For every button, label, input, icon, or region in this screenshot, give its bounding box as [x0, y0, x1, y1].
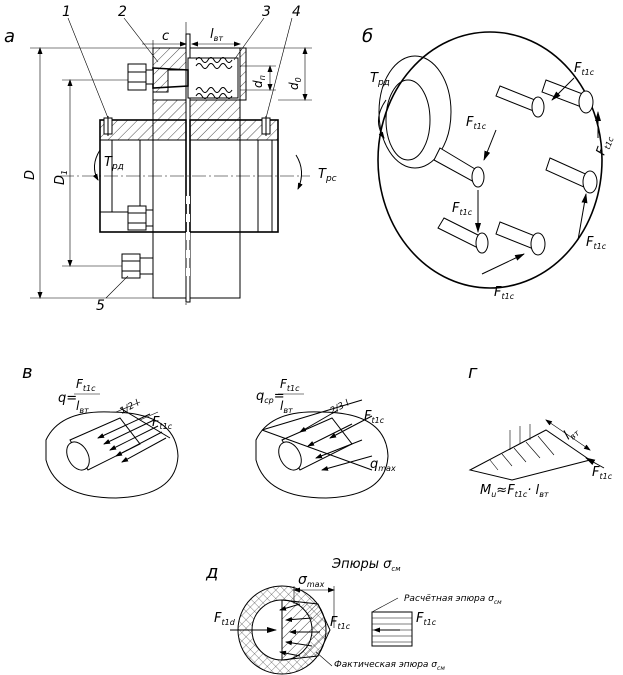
force-v-2: Ft1c	[364, 409, 385, 425]
part-number-3: 3	[262, 4, 271, 20]
panel-label-g: г	[468, 362, 478, 383]
force-b-1: Ft1c	[574, 61, 595, 77]
part-number-4: 4	[292, 4, 301, 20]
load-q-num: Ft1c	[76, 377, 96, 393]
part-number-5: 5	[96, 298, 105, 314]
panel-b: б Tрд Ft1c Ft1c Ft1c Ft1c	[362, 26, 616, 301]
load-q-cp: qср=	[256, 389, 285, 405]
moment-M-u: Mu≈Ft1c· lвт	[480, 483, 549, 499]
dim-c: c	[162, 29, 169, 44]
third-l-label: 2/3 l	[329, 398, 352, 416]
dim-D: D	[23, 170, 38, 180]
part-number-2: 2	[118, 4, 127, 20]
sigma-max: σmax	[298, 572, 325, 589]
panel-a: а	[4, 4, 337, 314]
pin-group	[433, 79, 598, 256]
panel-g: г lвт Ft1c Mu≈Ft1c· lвт	[468, 362, 613, 499]
force-b-3: Ft1c	[466, 115, 487, 131]
dim-d0: d0	[287, 77, 303, 90]
torque-T-rd-b: Tрд	[370, 71, 390, 88]
force-v-1: Ft1c	[152, 415, 173, 431]
force-d-2: Ft1c	[330, 615, 351, 631]
force-b-2: Ft1c	[594, 133, 616, 158]
force-b-6: Ft1c	[494, 285, 515, 301]
load-q-cp-den: lвт	[280, 399, 293, 415]
panel-d: д Эпюры σсм Ft1d σmax Ft1c Ft1c Расчётна…	[205, 557, 502, 675]
dim-l-vt: lвт	[210, 27, 223, 43]
dim-D1: D1	[53, 170, 69, 185]
force-b-4: Ft1c	[586, 235, 607, 251]
calc-epure-label: Расчётная эпюра σсм	[404, 594, 502, 606]
force-d: Ft1d	[214, 611, 236, 627]
dim-d-n: dп	[251, 75, 267, 88]
panel-label-a: а	[4, 26, 15, 47]
force-b-5: Ft1c	[452, 201, 473, 217]
load-q-cp-num: Ft1c	[280, 377, 300, 393]
panel-v: в q= Ft1c lвт 1/2 l Ft1c qср= Ft1c lвт	[22, 362, 396, 499]
panel-label-d: д	[205, 562, 218, 583]
force-g: Ft1c	[592, 465, 613, 481]
torque-T-rc: Tрс	[318, 167, 337, 184]
force-d-3: Ft1c	[416, 611, 437, 627]
actual-epure-label: Фактическая эпюра σсм	[334, 660, 445, 672]
load-q-den: lвт	[76, 399, 89, 415]
part-number-1: 1	[62, 4, 71, 20]
load-q-max: qmax	[370, 457, 396, 473]
dim-l-vt-g: lвт	[561, 423, 582, 444]
load-q: q=	[58, 391, 77, 406]
epure-title: Эпюры σсм	[331, 557, 401, 573]
panel-label-v: в	[22, 362, 33, 383]
panel-label-b: б	[362, 26, 373, 47]
torque-T-rd-a: Tрд	[104, 155, 124, 172]
